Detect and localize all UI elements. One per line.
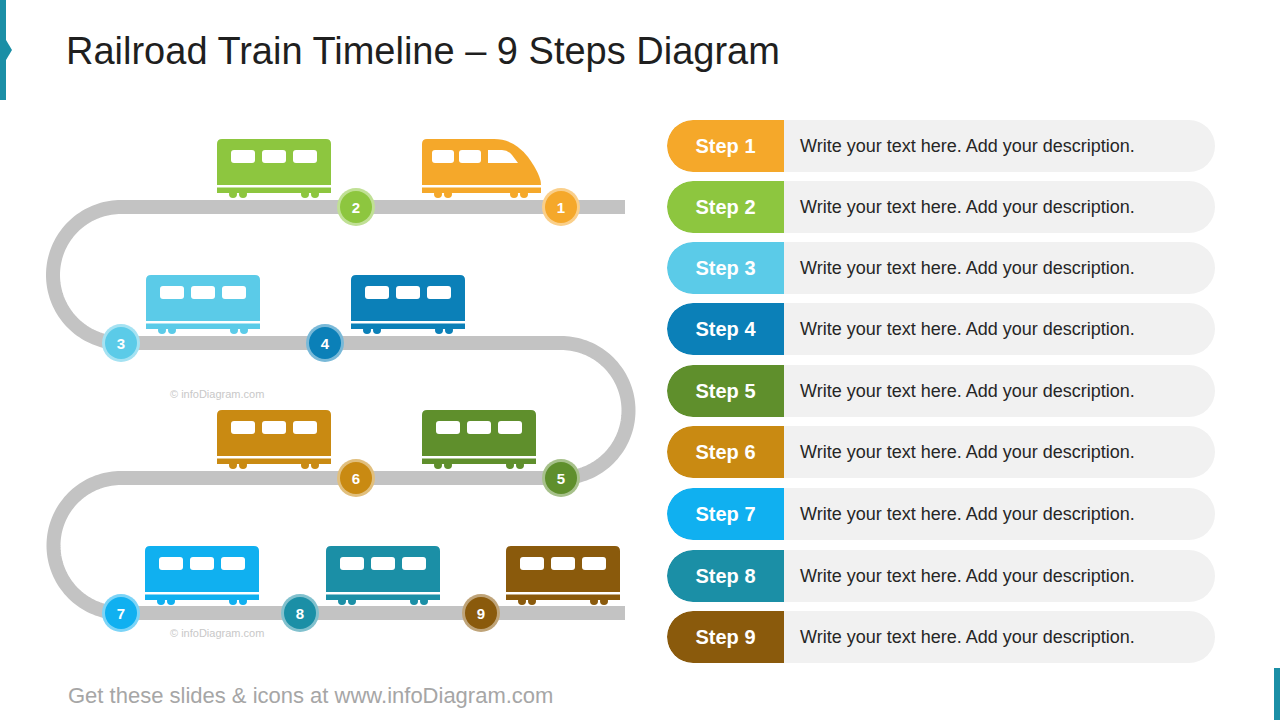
step-number: 2: [352, 200, 360, 215]
step-marker: 9: [465, 597, 497, 629]
step-label: Step 2 Write your text here. Add your des…: [667, 181, 1215, 233]
step-tab: Step 2: [667, 181, 784, 233]
step-marker: 5: [545, 462, 577, 494]
train-car: [217, 410, 331, 469]
step-label: Step 4 Write your text here. Add your des…: [667, 303, 1215, 355]
step-description: Write your text here. Add your descripti…: [800, 566, 1135, 587]
step-title: Step 7: [695, 503, 755, 526]
track-segment: [372, 471, 545, 485]
step-title: Step 5: [695, 380, 755, 403]
accent-bar: [1274, 668, 1280, 720]
step-label: Step 7 Write your text here. Add your des…: [667, 488, 1215, 540]
step-marker: 8: [284, 597, 316, 629]
step-description: Write your text here. Add your descripti…: [800, 504, 1135, 525]
accent-notch: [6, 40, 12, 60]
step-description: Write your text here. Add your descripti…: [800, 381, 1135, 402]
step-label: Step 9 Write your text here. Add your des…: [667, 611, 1215, 663]
watermark: © infoDiagram.com: [170, 627, 264, 639]
step-tab: Step 7: [667, 488, 784, 540]
step-title: Step 1: [695, 135, 755, 158]
step-marker: 7: [105, 597, 137, 629]
track-segment: [53, 207, 340, 341]
step-body: Write your text here. Add your descripti…: [784, 303, 1215, 355]
track-segment: [137, 606, 284, 620]
slide-title: Railroad Train Timeline – 9 Steps Diagra…: [66, 31, 780, 73]
step-number: 5: [557, 471, 565, 486]
step-label: Step 3 Write your text here. Add your des…: [667, 242, 1215, 294]
step-body: Write your text here. Add your descripti…: [784, 242, 1215, 294]
step-tab: Step 4: [667, 303, 784, 355]
step-marker: 1: [545, 191, 577, 223]
step-tab: Step 6: [667, 426, 784, 478]
train-car: [146, 275, 260, 334]
step-label: Step 6 Write your text here. Add your des…: [667, 426, 1215, 478]
step-marker: 4: [309, 327, 341, 359]
train-car: [422, 410, 536, 469]
track-segment: [341, 343, 629, 476]
step-marker: 2: [340, 191, 372, 223]
train-car: [351, 275, 465, 334]
step-number: 9: [477, 606, 485, 621]
step-tab: Step 9: [667, 611, 784, 663]
train-car: [506, 546, 620, 605]
step-description: Write your text here. Add your descripti…: [800, 442, 1135, 463]
watermark: © infoDiagram.com: [170, 388, 264, 400]
accent-bar: [0, 0, 6, 100]
step-number: 7: [117, 606, 125, 621]
step-tab: Step 3: [667, 242, 784, 294]
step-body: Write your text here. Add your descripti…: [784, 120, 1215, 172]
step-label: Step 1 Write your text here. Add your des…: [667, 120, 1215, 172]
step-title: Step 3: [695, 257, 755, 280]
step-number: 3: [117, 336, 125, 351]
step-number: 6: [352, 471, 360, 486]
track-segment: [137, 336, 309, 350]
step-body: Write your text here. Add your descripti…: [784, 426, 1215, 478]
step-label: Step 8 Write your text here. Add your des…: [667, 550, 1215, 602]
step-description: Write your text here. Add your descripti…: [800, 627, 1135, 648]
step-title: Step 8: [695, 565, 755, 588]
locomotive: [422, 139, 541, 198]
train-car: [217, 139, 331, 198]
step-title: Step 4: [695, 318, 755, 341]
step-description: Write your text here. Add your descripti…: [800, 319, 1135, 340]
step-label: Step 5 Write your text here. Add your des…: [667, 365, 1215, 417]
step-number: 8: [296, 606, 304, 621]
step-tab: Step 8: [667, 550, 784, 602]
step-marker: 6: [340, 462, 372, 494]
step-tab: Step 1: [667, 120, 784, 172]
step-description: Write your text here. Add your descripti…: [800, 258, 1135, 279]
track-segment: [54, 478, 341, 611]
step-title: Step 2: [695, 196, 755, 219]
step-description: Write your text here. Add your descripti…: [800, 136, 1135, 157]
step-tab: Step 5: [667, 365, 784, 417]
step-number: 4: [321, 336, 329, 351]
footer-caption: Get these slides & icons at www.infoDiag…: [68, 684, 553, 708]
step-title: Step 9: [695, 626, 755, 649]
train-car: [145, 546, 259, 605]
step-body: Write your text here. Add your descripti…: [784, 550, 1215, 602]
step-body: Write your text here. Add your descripti…: [784, 181, 1215, 233]
step-body: Write your text here. Add your descripti…: [784, 365, 1215, 417]
step-number: 1: [557, 200, 565, 215]
step-body: Write your text here. Add your descripti…: [784, 611, 1215, 663]
step-description: Write your text here. Add your descripti…: [800, 197, 1135, 218]
step-marker: 3: [105, 327, 137, 359]
step-body: Write your text here. Add your descripti…: [784, 488, 1215, 540]
track-end: [481, 606, 625, 620]
track-segment: [316, 606, 465, 620]
step-title: Step 6: [695, 441, 755, 464]
track-segment: [372, 200, 545, 214]
train-car: [326, 546, 440, 605]
